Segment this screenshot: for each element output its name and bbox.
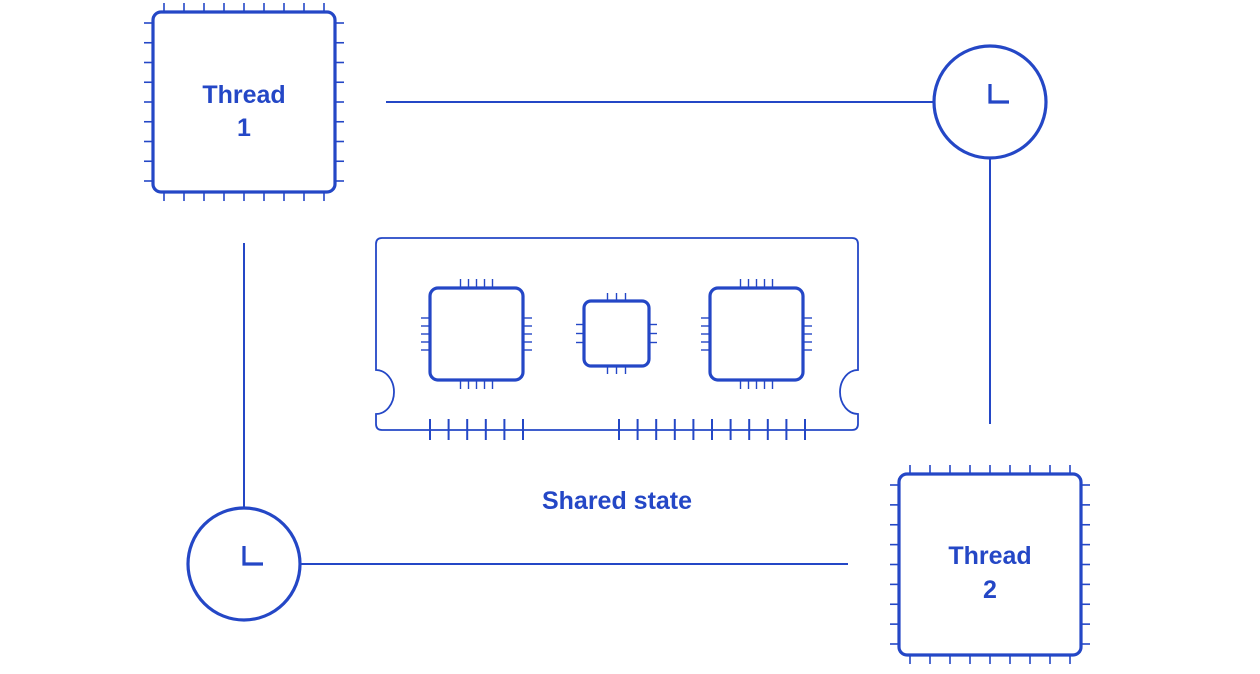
clock-icon: [932, 44, 1048, 160]
chip-icon: [701, 279, 812, 389]
thread-2-chip-body: [897, 472, 1083, 657]
thread-2-label-line1: Thread: [948, 542, 1031, 570]
thread-1-label-line1: Thread: [202, 81, 285, 109]
shared-state-label: Shared state: [542, 487, 692, 515]
chip-icon: [421, 279, 532, 389]
clock-top-face: [932, 44, 1048, 160]
thread-1-chip-body: [151, 10, 337, 194]
clock-bottom-hands: [242, 546, 263, 566]
thread-1-chip: Thread 1: [144, 3, 344, 201]
chip-icon: [576, 293, 657, 374]
thread-1-label-line2: 1: [237, 114, 251, 142]
memory-module-pins: [429, 419, 806, 440]
memory-module-outline: [375, 237, 859, 431]
memory-module-icon: [375, 237, 859, 440]
thread-2-label-line2: 2: [983, 576, 997, 604]
clock-top-hands: [988, 84, 1009, 104]
clock-bottom-face: [186, 506, 302, 622]
memory-chip-middle-body: [582, 299, 651, 368]
memory-chip-right-body: [708, 286, 805, 382]
memory-chip-left-body: [428, 286, 525, 382]
connector-lines: [243, 101, 991, 565]
memory-chip-right: [701, 279, 812, 389]
thread-2-chip: Thread 2: [890, 465, 1090, 664]
memory-chip-middle: [576, 293, 657, 374]
clock-icon: [186, 506, 302, 622]
memory-chip-left: [421, 279, 532, 389]
